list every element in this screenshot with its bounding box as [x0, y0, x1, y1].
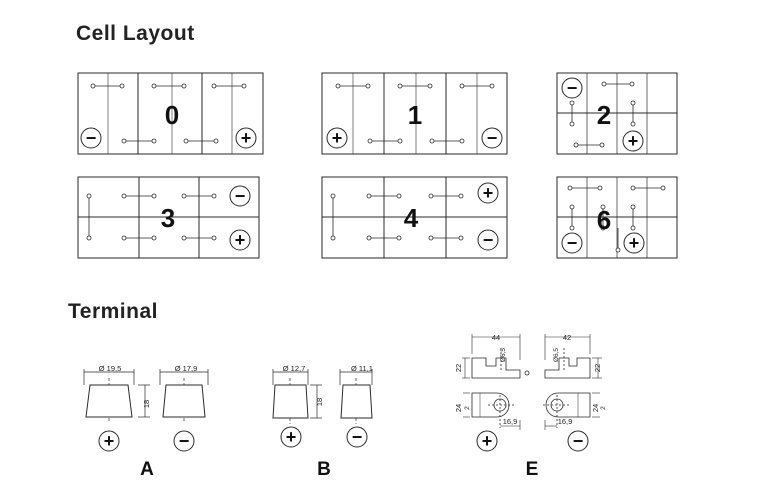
- terminal-e-height-right: 22: [593, 364, 602, 372]
- minus-terminal-icon: −: [477, 229, 499, 251]
- svg-text:+: +: [483, 183, 494, 203]
- minus-terminal-icon: −: [567, 430, 589, 452]
- svg-text:+: +: [332, 128, 343, 148]
- terminal-a-label: A: [140, 459, 154, 480]
- cell-layout-4-label: 4: [404, 203, 419, 233]
- svg-text:+: +: [241, 128, 252, 148]
- terminal-e-thickness-left: 2: [464, 406, 471, 410]
- svg-text:+: +: [235, 230, 246, 250]
- terminal-b-height: 18: [315, 398, 324, 406]
- svg-text:+: +: [628, 131, 639, 151]
- terminal-b-label: B: [317, 459, 331, 480]
- svg-text:+: +: [104, 431, 115, 451]
- svg-text:−: −: [573, 431, 584, 451]
- terminal-e-label: E: [526, 459, 539, 480]
- cell-layout-2-label: 2: [597, 100, 611, 130]
- minus-terminal-icon: −: [229, 185, 251, 207]
- cell-layout-1: 1 + −: [321, 72, 508, 155]
- cell-layout-heading: Cell Layout: [76, 22, 195, 45]
- svg-text:−: −: [483, 230, 494, 250]
- svg-text:+: +: [629, 233, 640, 253]
- cell-layout-3-label: 3: [161, 203, 175, 233]
- svg-text:−: −: [487, 128, 498, 148]
- plus-terminal-icon: +: [623, 232, 645, 254]
- cell-layout-6: 6 − +: [556, 176, 678, 259]
- terminal-b: Ø 12,7 18 Ø 11,1 + − B: [272, 364, 373, 480]
- plus-terminal-icon: +: [280, 426, 302, 448]
- terminal-e-hole-left: Ø6,5: [500, 348, 507, 362]
- terminal-heading: Terminal: [68, 300, 158, 323]
- plus-terminal-icon: +: [235, 127, 257, 149]
- terminal-e-offset-left: 16,9: [503, 417, 518, 426]
- cell-layout-4: 4 + −: [321, 176, 508, 259]
- terminal-e-height-left: 22: [454, 364, 463, 372]
- minus-terminal-icon: −: [346, 426, 368, 448]
- terminal-e-width-left: 44: [492, 333, 500, 342]
- cell-layout-0: 0 − +: [77, 72, 264, 155]
- terminal-b-minus-diameter: Ø 11,1: [351, 364, 373, 373]
- terminal-a-minus-diameter: Ø 17,9: [175, 364, 198, 373]
- minus-terminal-icon: −: [173, 430, 195, 452]
- svg-text:−: −: [352, 427, 363, 447]
- terminal-e-plate-height-left: 24: [454, 404, 463, 412]
- terminal-a-height: 18: [142, 400, 151, 408]
- cell-layout-1-label: 1: [408, 100, 422, 130]
- cell-layout-3: 3 − +: [77, 176, 260, 259]
- plus-terminal-icon: +: [229, 229, 251, 251]
- terminal-e: 44 Ø6,5 22 42 Ø6,5 22 24 2 16,9: [454, 333, 607, 480]
- terminal-a-plus-diameter: Ø 19,5: [99, 364, 122, 373]
- terminal-e-offset-right: 16,9: [558, 417, 573, 426]
- terminal-b-plus-diameter: Ø 12,7: [283, 364, 306, 373]
- terminal-e-thickness-right: 2: [600, 406, 607, 410]
- minus-terminal-icon: −: [80, 127, 102, 149]
- cell-layout-2: 2 − +: [556, 72, 678, 155]
- terminal-e-plate-height-right: 24: [591, 404, 600, 412]
- minus-terminal-icon: −: [561, 232, 583, 254]
- terminal-a: Ø 19,5 18 Ø 17,9 + − A: [83, 364, 209, 480]
- svg-text:+: +: [286, 427, 297, 447]
- cell-layout-6-label: 6: [597, 205, 611, 235]
- minus-terminal-icon: −: [481, 127, 503, 149]
- plus-terminal-icon: +: [622, 130, 644, 152]
- plus-terminal-icon: +: [326, 127, 348, 149]
- plus-terminal-icon: +: [477, 182, 499, 204]
- cell-layout-0-label: 0: [165, 100, 179, 130]
- svg-text:−: −: [567, 78, 578, 98]
- terminal-e-hole-right: Ø6,5: [553, 348, 560, 362]
- svg-text:+: +: [482, 431, 493, 451]
- svg-text:−: −: [567, 233, 578, 253]
- plus-terminal-icon: +: [98, 430, 120, 452]
- svg-text:−: −: [179, 431, 190, 451]
- terminal-e-width-right: 42: [563, 333, 571, 342]
- plus-terminal-icon: +: [476, 430, 498, 452]
- minus-terminal-icon: −: [561, 77, 583, 99]
- svg-text:−: −: [235, 186, 246, 206]
- svg-text:−: −: [86, 128, 97, 148]
